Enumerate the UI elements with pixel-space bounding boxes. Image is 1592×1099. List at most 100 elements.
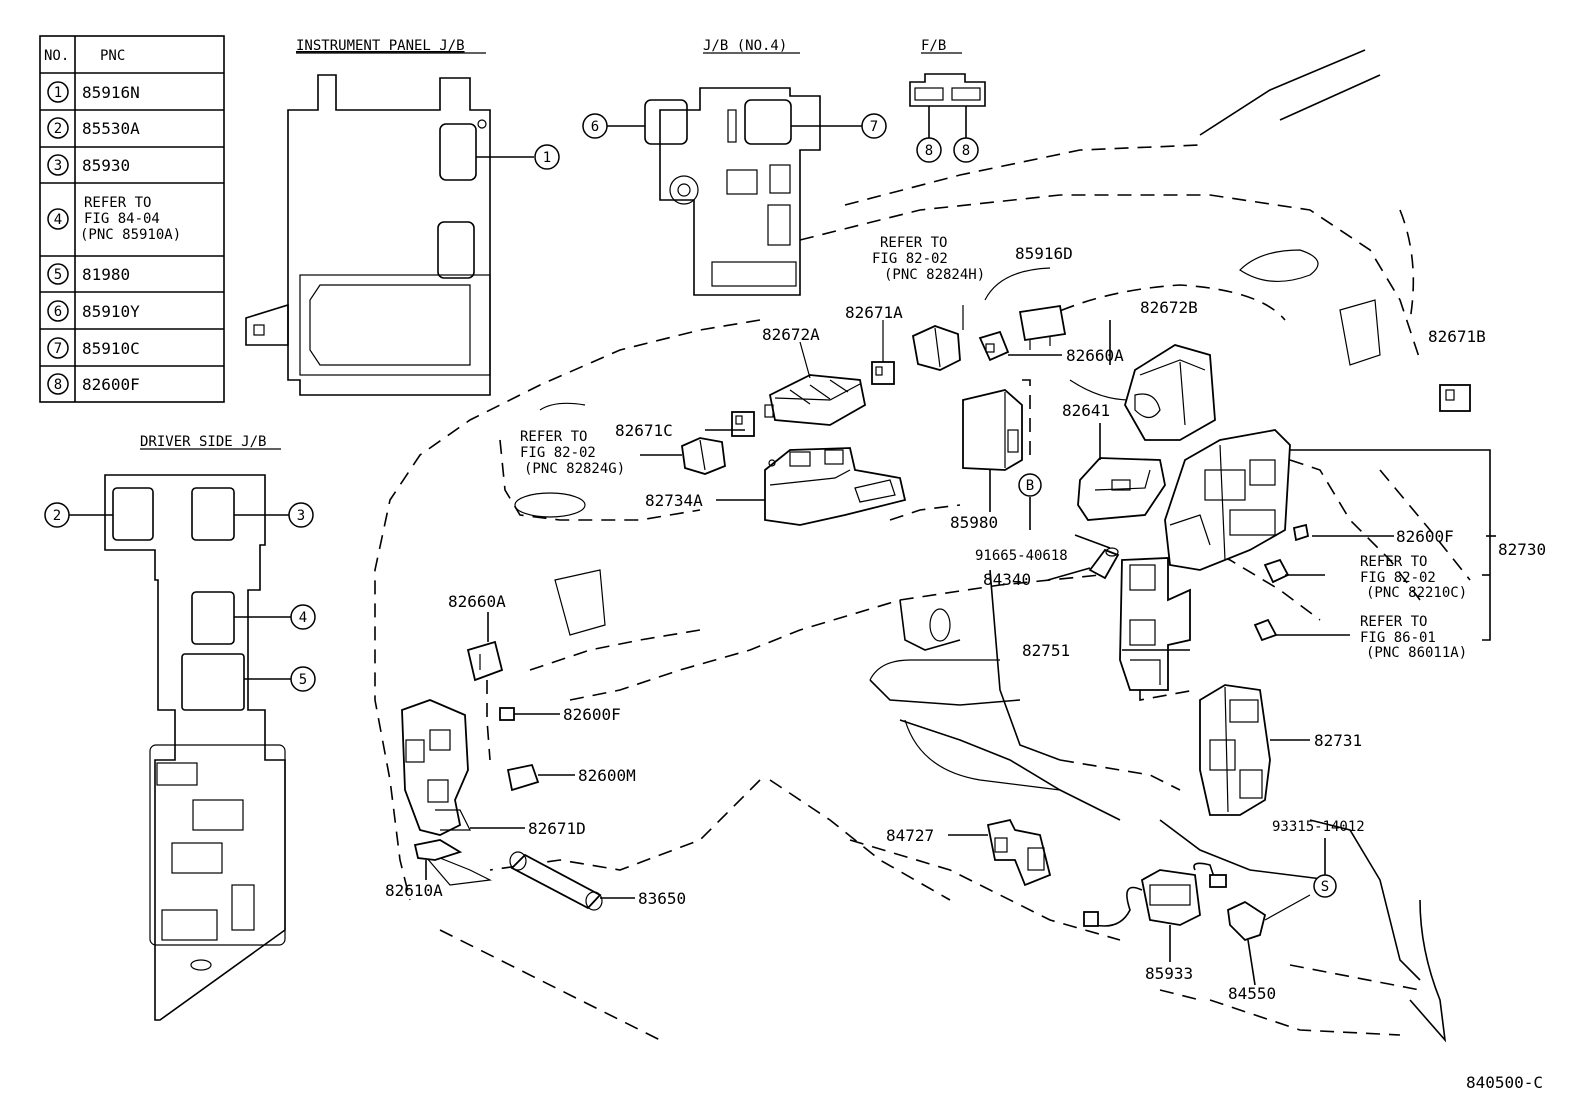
legend-row-4-line-1: REFER TO xyxy=(84,195,151,211)
callout-s-text: S xyxy=(1321,879,1329,895)
legend-num-circle xyxy=(47,263,69,285)
part-82730 xyxy=(1164,429,1291,571)
part-86011A-connector xyxy=(1253,618,1278,642)
part-82600F-right xyxy=(1292,523,1310,542)
label-82671A: 82671A xyxy=(845,303,903,322)
refer-86011A-line-3: (PNC 86011A) xyxy=(1366,645,1467,661)
label-84340: 84340 xyxy=(983,570,1031,589)
legend-row-1-pnc: 85916N xyxy=(82,83,140,102)
legend-row-8-no: 8 xyxy=(54,377,62,393)
label-82672B: 82672B xyxy=(1140,298,1198,317)
legend-row-5-pnc: 81980 xyxy=(82,265,130,284)
label-82600F-right: 82600F xyxy=(1396,527,1454,546)
part-82734A xyxy=(764,447,907,526)
part-82600M xyxy=(506,763,540,792)
callout-8b-text: 8 xyxy=(962,143,970,159)
refer-82824G-line-3: (PNC 82824G) xyxy=(524,461,625,477)
label-82731: 82731 xyxy=(1314,731,1362,750)
refer-82824H-line-2: FIG 82-02 xyxy=(872,251,948,267)
callout-1-text: 1 xyxy=(543,150,551,166)
legend-row-8-pnc: 82600F xyxy=(82,375,140,394)
part-82824H-connector xyxy=(911,325,961,371)
part-82671B xyxy=(1439,384,1471,412)
driver-side-jb: DRIVER SIDE J/B 2 3 4 5 xyxy=(44,434,316,1021)
refer-82210C-line-1: REFER TO xyxy=(1360,554,1427,570)
legend-row-4-line-2: FIG 84-04 xyxy=(84,211,160,227)
instrument-panel-jb-title: INSTRUMENT PANEL J/B xyxy=(296,38,465,54)
label-85916D: 85916D xyxy=(1015,244,1073,263)
legend-num-circle xyxy=(47,81,69,103)
part-83650 xyxy=(509,851,603,911)
fb: F/B 8 8 xyxy=(909,38,986,163)
label-82671B: 82671B xyxy=(1428,327,1486,346)
label-82610A: 82610A xyxy=(385,881,443,900)
part-82671D-block xyxy=(401,699,471,836)
callout-4 xyxy=(290,604,316,630)
part-82660A-top xyxy=(978,330,1010,362)
legend-header-pnc: PNC xyxy=(100,48,125,64)
refer-82824G-line-2: FIG 82-02 xyxy=(520,445,596,461)
label-82641: 82641 xyxy=(1062,401,1110,420)
label-82734A: 82734A xyxy=(645,491,703,510)
legend-row-4-no: 4 xyxy=(54,212,62,228)
label-82600M: 82600M xyxy=(578,766,636,785)
refer-82210C-line-3: (PNC 82210C) xyxy=(1366,585,1467,601)
legend-num-circle xyxy=(47,208,69,230)
part-82210C-connector xyxy=(1263,558,1290,584)
legend-header-no: NO. xyxy=(44,48,69,64)
callout-8b xyxy=(953,137,979,163)
instrument-panel-jb: INSTRUMENT PANEL J/B 1 xyxy=(245,38,560,396)
fb-title: F/B xyxy=(921,38,946,54)
legend-row-3-pnc: 85930 xyxy=(82,156,130,175)
label-82660A-top: 82660A xyxy=(1066,346,1124,365)
refer-82824H-line-3: (PNC 82824H) xyxy=(884,267,985,283)
leader-lines xyxy=(425,305,1496,986)
dashboard-outline xyxy=(374,49,1471,1043)
callout-s xyxy=(1313,874,1337,898)
label-82600F-left: 82600F xyxy=(563,705,621,724)
legend-num-circle xyxy=(47,117,69,139)
part-82671A xyxy=(871,320,895,385)
label-85933: 85933 xyxy=(1145,964,1193,983)
legend-num-circle xyxy=(47,154,69,176)
label-82672A: 82672A xyxy=(762,325,820,344)
legend-row-2-pnc: 85530A xyxy=(82,119,140,138)
label-83650: 83650 xyxy=(638,889,686,908)
refer-86011A-line-2: FIG 86-01 xyxy=(1360,630,1436,646)
callout-b-text: B xyxy=(1026,478,1034,494)
part-84340 xyxy=(1088,547,1120,580)
label-82671D: 82671D xyxy=(528,819,586,838)
callout-5-text: 5 xyxy=(299,672,307,688)
part-85933 xyxy=(1083,862,1227,927)
label-93315-14012: 93315-14012 xyxy=(1272,819,1365,835)
callout-5 xyxy=(290,666,316,692)
figure-code: 840500-C xyxy=(1466,1073,1543,1092)
refer-82824G-line-1: REFER TO xyxy=(520,429,587,445)
legend-num-circle xyxy=(47,337,69,359)
legend-row-4-line-3: (PNC 85910A) xyxy=(80,227,181,243)
legend-table: NO. PNC 1 85916N 2 85530A 3 85930 4 REFE… xyxy=(39,35,225,403)
callout-1 xyxy=(534,144,560,170)
part-82641 xyxy=(1077,457,1166,521)
legend-num-circle xyxy=(47,373,69,395)
part-82600F-left xyxy=(499,707,515,721)
part-85980 xyxy=(962,379,1031,471)
callout-3-text: 3 xyxy=(297,508,305,524)
legend-row-7-no: 7 xyxy=(54,341,62,357)
refer-86011A-line-1: REFER TO xyxy=(1360,614,1427,630)
part-82824G-connector xyxy=(681,437,726,475)
legend-row-6-pnc: 85910Y xyxy=(82,302,140,321)
part-82751 xyxy=(1119,557,1196,701)
part-82672A xyxy=(764,341,867,426)
legend-row-1-no: 1 xyxy=(54,85,62,101)
callout-4-text: 4 xyxy=(299,610,307,626)
part-82660A-left xyxy=(466,640,504,761)
legend-row-5-no: 5 xyxy=(54,267,62,283)
part-85916D xyxy=(984,267,1067,350)
label-91665-40618: 91665-40618 xyxy=(975,548,1068,564)
refer-82824H-line-1: REFER TO xyxy=(880,235,947,251)
driver-side-jb-title: DRIVER SIDE J/B xyxy=(140,434,266,450)
jb-no4-title: J/B (NO.4) xyxy=(703,38,787,54)
callout-7 xyxy=(861,113,887,139)
